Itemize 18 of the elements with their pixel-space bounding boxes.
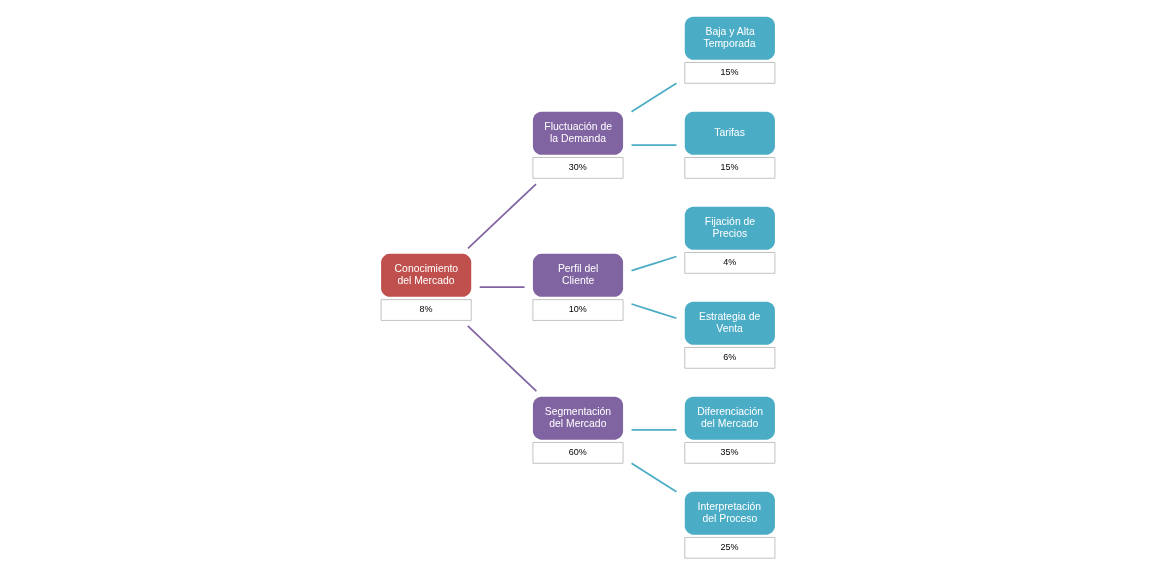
connector bbox=[467, 183, 537, 250]
connector bbox=[478, 286, 526, 288]
node-label: 60% bbox=[568, 447, 587, 458]
connector bbox=[466, 325, 538, 392]
node-label: 25% bbox=[720, 542, 739, 553]
connector bbox=[630, 144, 678, 146]
connector bbox=[630, 303, 678, 320]
node-label: 4% bbox=[723, 257, 737, 268]
connector bbox=[630, 255, 678, 272]
connector bbox=[630, 462, 678, 493]
node-label: 30% bbox=[568, 162, 587, 173]
node-label: 15% bbox=[720, 67, 739, 78]
node-label: 6% bbox=[723, 352, 737, 363]
node-label: 15% bbox=[720, 162, 739, 173]
node-label: 35% bbox=[720, 447, 739, 458]
node-label: 10% bbox=[568, 304, 587, 315]
connector bbox=[630, 429, 678, 431]
node-label: 8% bbox=[419, 304, 433, 315]
